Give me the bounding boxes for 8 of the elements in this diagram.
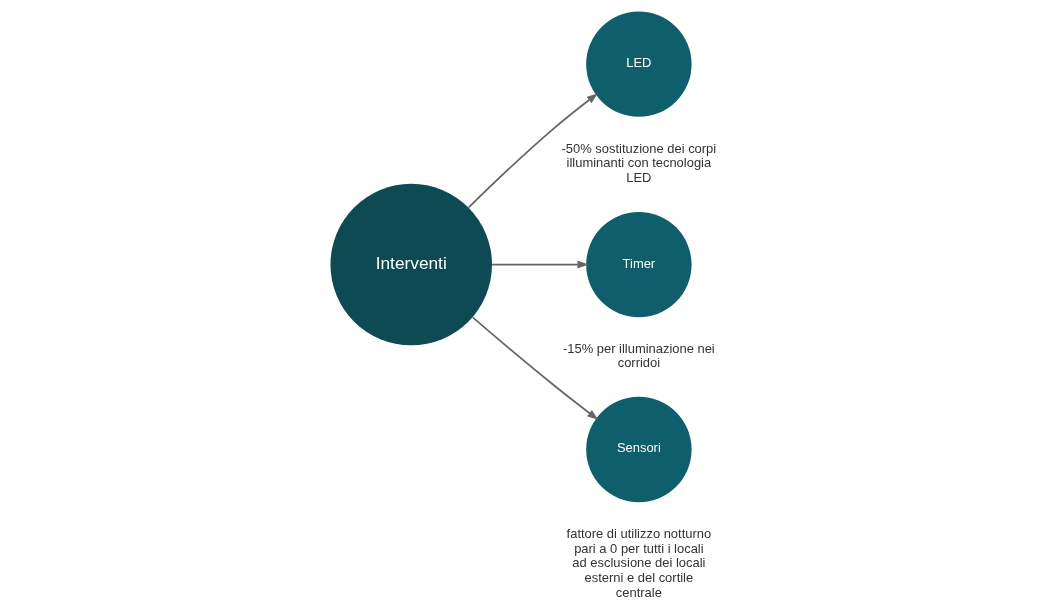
node-label: -50% sostituzione dei corpi illuminanti con tecnologia LED — [561, 140, 716, 186]
arrow — [467, 93, 598, 209]
arrow — [490, 260, 589, 269]
node-circle: Timer — [585, 211, 692, 318]
label: fattore di utilizzo notturno pari a 0 per tutti i locali ad esclusione dei locali esterni e del cortile centrale — [566, 526, 711, 600]
node-label: -15% per illuminazione nei corridoi — [562, 340, 715, 371]
arrow — [471, 316, 598, 420]
node-circle: Interventi — [329, 183, 492, 346]
